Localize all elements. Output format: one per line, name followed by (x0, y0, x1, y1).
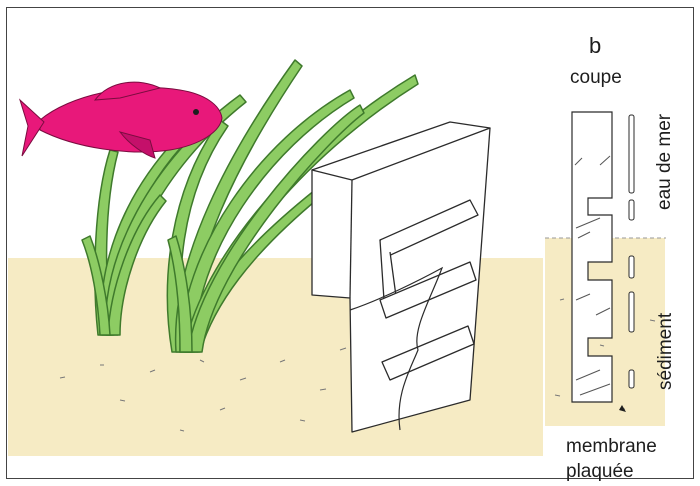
membrane-pointer (619, 405, 626, 412)
seagrass-right (166, 59, 419, 353)
membrane-label: membrane (566, 436, 657, 457)
fish-tail (18, 98, 45, 157)
fish-pectoral-fin (118, 131, 156, 159)
fish-eye (193, 109, 199, 115)
membrane-strips (628, 114, 635, 389)
section-diagram (571, 111, 613, 403)
fish (18, 81, 223, 159)
wall-structure (311, 121, 491, 433)
figure-frame (6, 7, 694, 479)
fish-dorsal-fin (93, 81, 162, 101)
section-hatching (574, 155, 611, 396)
panel-letter: b (589, 33, 602, 58)
eau-de-mer-label: eau de mer (654, 113, 675, 210)
coupe-label: coupe (570, 67, 622, 88)
seagrass-left (81, 94, 247, 336)
sediment-label: sédiment (655, 312, 676, 390)
plaquee-label: plaquée (566, 461, 634, 482)
wall-cut-edge (349, 266, 444, 431)
